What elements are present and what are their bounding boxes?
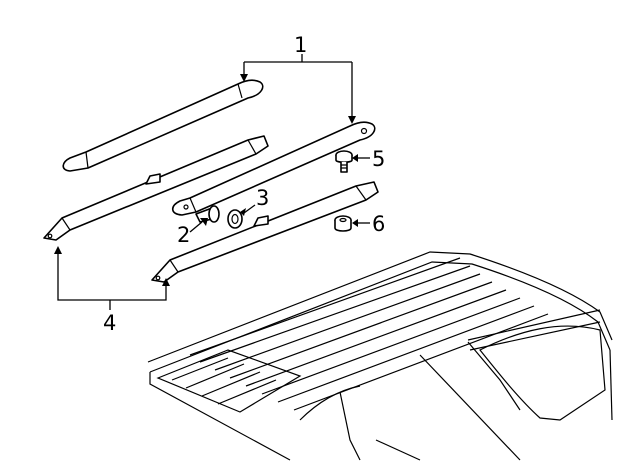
right-side-rail [151, 181, 379, 283]
screw [195, 205, 220, 223]
callout-6: 6 [372, 212, 385, 236]
plug-nut [334, 215, 352, 232]
lower-crossbar [171, 121, 376, 216]
callout-1: 1 [294, 33, 307, 57]
vehicle-roof [147, 251, 613, 461]
callout-2: 2 [177, 223, 190, 247]
callout-4: 4 [103, 311, 116, 335]
upper-crossbar [62, 79, 264, 172]
washer [227, 209, 243, 229]
callout-3: 3 [256, 186, 269, 210]
bolt [335, 150, 353, 173]
callout-5: 5 [372, 147, 385, 171]
callout-leaders [54, 54, 370, 310]
left-side-rail [43, 135, 269, 241]
